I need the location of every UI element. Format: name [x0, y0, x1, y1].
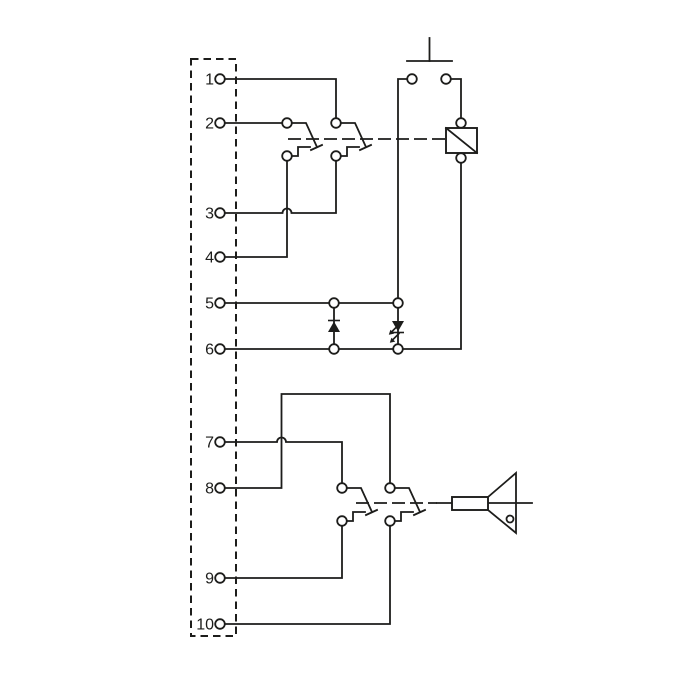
- terminal-10-connector: [214, 618, 226, 630]
- diode-triangle: [328, 321, 340, 332]
- changeover-contact-icon: [336, 482, 378, 527]
- terminal-9-label: 9: [205, 571, 214, 588]
- terminal-8-connector: [214, 482, 226, 494]
- wire-terminal9: [224, 520, 343, 579]
- relay-coil-icon: [444, 117, 479, 164]
- terminal-7-label: 7: [205, 435, 214, 452]
- terminal-8-label: 8: [205, 481, 214, 498]
- relay-terminal-bottom: [455, 152, 467, 164]
- lower-circuit-wires: [224, 393, 391, 625]
- buzzer-driver-body: [451, 496, 489, 511]
- terminal-5-connector: [214, 297, 226, 309]
- terminal-10-label: 10: [196, 617, 214, 634]
- terminal-block-outline: [190, 58, 237, 637]
- junction-node: [328, 343, 340, 355]
- terminal-5-label: 5: [205, 296, 214, 313]
- led-icon: [388, 321, 404, 343]
- wire-pushbutton-left: [397, 78, 408, 304]
- wire-terminal1: [224, 78, 337, 124]
- push-button-contact-right: [440, 73, 452, 85]
- terminal-4-connector: [214, 251, 226, 263]
- terminal-pins: [214, 73, 226, 630]
- led-light-arrowhead-1: [388, 329, 395, 335]
- push-button-contact-left: [406, 73, 418, 85]
- buzzer-icon: [451, 471, 517, 535]
- changeover-contact-icon: [384, 482, 426, 527]
- diode-icon: [328, 319, 340, 332]
- wire-terminal4: [224, 155, 288, 258]
- junction-node: [392, 297, 404, 309]
- terminal-4-label: 4: [205, 250, 214, 267]
- terminal-2-label: 2: [205, 116, 214, 133]
- terminal-1-connector: [214, 73, 226, 85]
- relay-coil-diagonal: [444, 126, 479, 155]
- terminal-labels: 1 2 3 4 5 6 7 8 9 10: [196, 72, 214, 634]
- relay-terminal-top: [455, 117, 467, 129]
- junction-node: [392, 343, 404, 355]
- wire-terminal6: [224, 157, 462, 350]
- junction-node: [328, 297, 340, 309]
- upper-circuit-wires: [224, 78, 462, 350]
- terminal-6-connector: [214, 343, 226, 355]
- terminal-9-connector: [214, 572, 226, 584]
- terminal-7-connector: [214, 436, 226, 448]
- wire-terminal3: [224, 155, 337, 214]
- wire-terminal7: [224, 436, 343, 489]
- terminal-2-connector: [214, 117, 226, 129]
- led-light-arrow-2: [391, 332, 401, 341]
- wire-terminal8: [224, 393, 391, 489]
- led-light-arrow-1: [390, 324, 400, 333]
- wire-pushbutton-right: [450, 78, 462, 124]
- terminal-3-connector: [214, 207, 226, 219]
- buzzer-horn: [486, 471, 517, 535]
- terminal-3-label: 3: [205, 206, 214, 223]
- terminal-1-label: 1: [205, 72, 214, 89]
- junction-nodes: [328, 297, 404, 355]
- wire-terminal10: [224, 520, 391, 625]
- led-light-arrowhead-2: [389, 337, 396, 343]
- buzzer-mount-hole: [505, 514, 515, 524]
- terminal-6-label: 6: [205, 342, 214, 359]
- push-button-icon: [406, 37, 453, 85]
